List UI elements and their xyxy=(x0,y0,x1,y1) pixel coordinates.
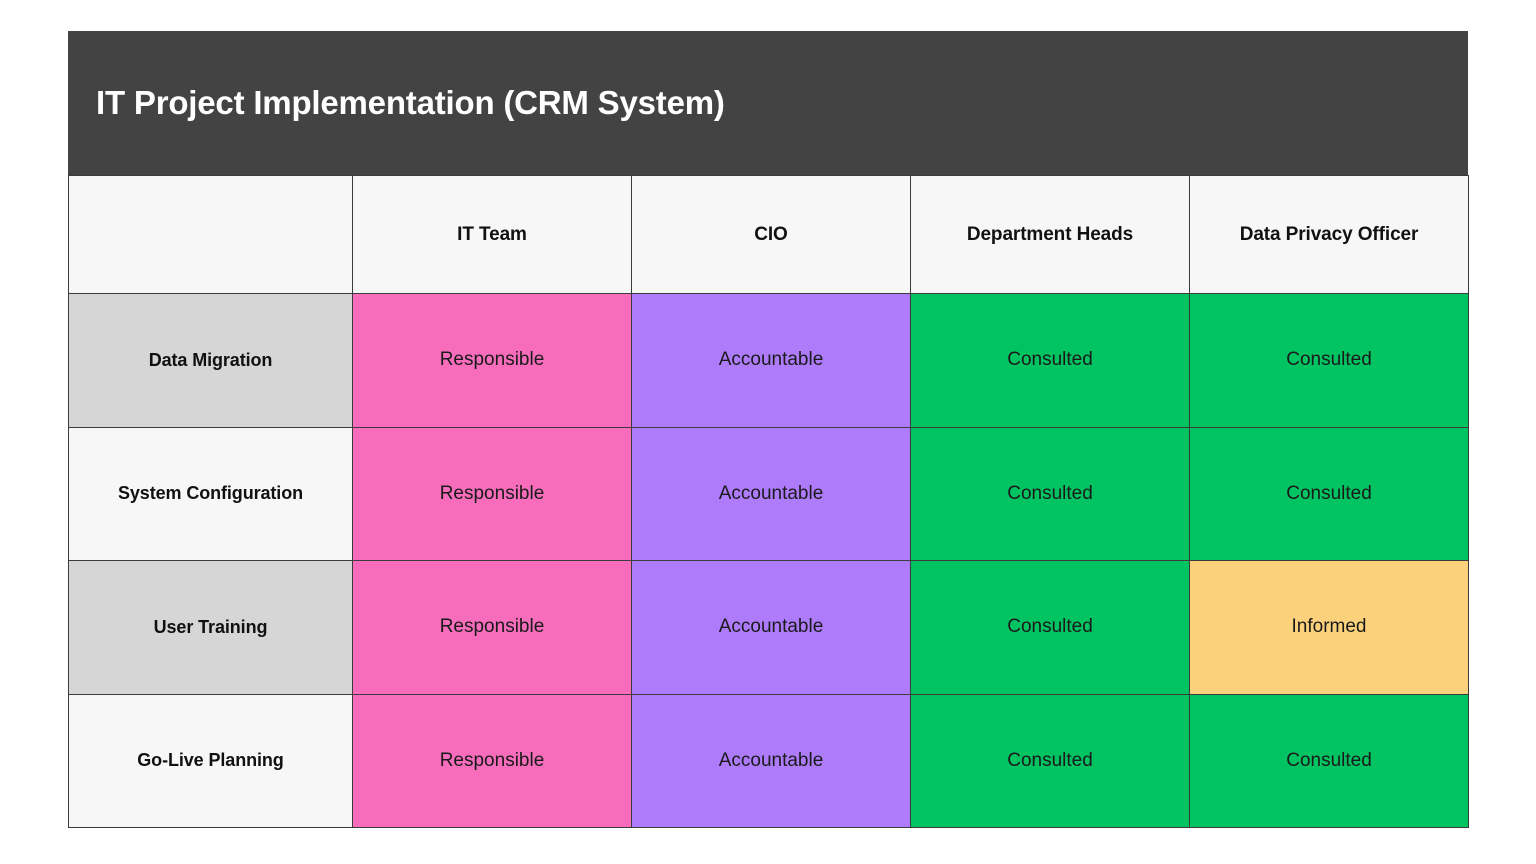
raci-cell: Responsible xyxy=(352,293,632,428)
raci-cell: Consulted xyxy=(1189,426,1469,561)
table-header: IT Team CIO Department Heads Data Privac… xyxy=(68,175,1469,294)
raci-cell: Responsible xyxy=(352,560,632,695)
raci-cell: Consulted xyxy=(910,560,1190,695)
column-header-cio: CIO xyxy=(631,175,911,294)
raci-matrix-card: IT Project Implementation (CRM System) I… xyxy=(68,31,1469,828)
header-row: IT Team CIO Department Heads Data Privac… xyxy=(68,175,1469,294)
raci-table: IT Team CIO Department Heads Data Privac… xyxy=(68,175,1469,828)
raci-cell: Informed xyxy=(1189,560,1469,695)
raci-cell: Consulted xyxy=(910,293,1190,428)
task-label-cell: Data Migration xyxy=(68,293,353,428)
column-header-it-team: IT Team xyxy=(352,175,632,294)
raci-cell: Accountable xyxy=(631,560,911,695)
raci-cell: Accountable xyxy=(631,293,911,428)
raci-cell: Consulted xyxy=(910,693,1190,828)
raci-cell: Accountable xyxy=(631,426,911,561)
page-title: IT Project Implementation (CRM System) xyxy=(96,83,725,121)
raci-cell: Consulted xyxy=(910,426,1190,561)
task-label-cell: System Configuration xyxy=(68,426,353,561)
raci-cell: Consulted xyxy=(1189,293,1469,428)
raci-cell: Responsible xyxy=(352,426,632,561)
raci-cell: Consulted xyxy=(1189,693,1469,828)
task-label-cell: User Training xyxy=(68,560,353,695)
raci-cell: Accountable xyxy=(631,693,911,828)
raci-cell: Responsible xyxy=(352,693,632,828)
column-header-data-privacy-officer: Data Privacy Officer xyxy=(1189,175,1469,294)
task-label-cell: Go-Live Planning xyxy=(68,693,353,828)
column-header-department-heads: Department Heads xyxy=(910,175,1190,294)
column-header-corner xyxy=(68,175,353,294)
title-banner: IT Project Implementation (CRM System) xyxy=(68,31,1468,175)
